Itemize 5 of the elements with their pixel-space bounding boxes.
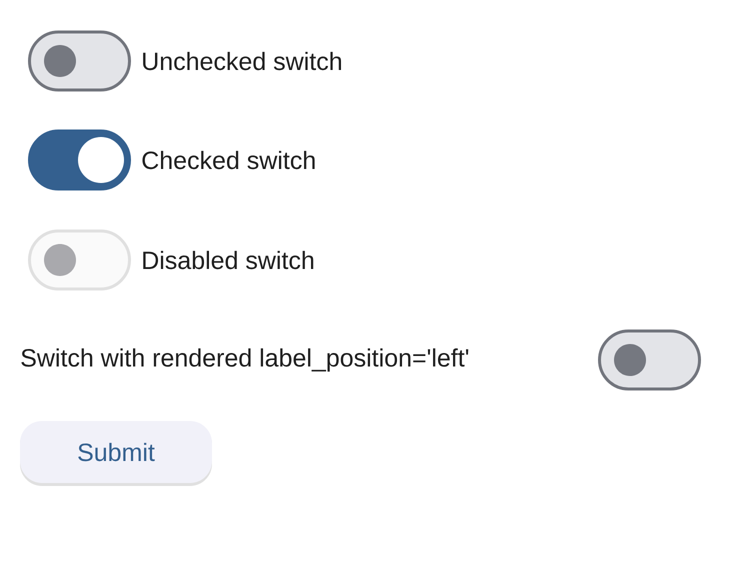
switch-label: Unchecked switch [143,52,341,70]
switch-label: Disabled switch [143,250,314,270]
switch-label: Switch with rendered label_position='left' [21,348,468,372]
submit-button: Submit [20,421,212,486]
switch-label: Checked switch [142,150,315,170]
